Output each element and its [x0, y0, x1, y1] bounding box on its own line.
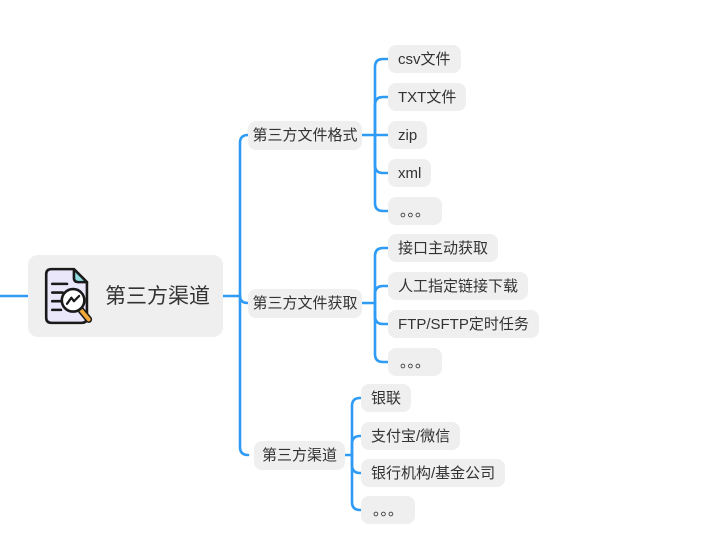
leaf-node-bank-fund[interactable]: 银行机构/基金公司: [361, 459, 506, 487]
leaf-node-label: 。。。: [399, 353, 430, 371]
leaf-node-manual-link-download[interactable]: 人工指定链接下载: [388, 272, 529, 300]
document-chart-magnifier-icon: [41, 266, 93, 326]
leaf-node-label: csv文件: [398, 50, 451, 68]
leaf-node-ellipsis-fetch[interactable]: 。。。: [388, 348, 442, 376]
branch-node-label: 第三方文件获取: [252, 295, 358, 312]
leaf-node-txt[interactable]: TXT文件: [388, 83, 467, 111]
leaf-node-label: 。。。: [399, 202, 430, 220]
leaf-node-label: zip: [398, 126, 418, 144]
leaf-node-label: 接口主动获取: [398, 239, 489, 257]
leaf-node-zip[interactable]: zip: [388, 121, 428, 149]
leaf-node-unionpay[interactable]: 银联: [361, 384, 412, 412]
leaf-node-ellipsis-channel[interactable]: 。。。: [361, 496, 415, 524]
leaf-node-label: 银联: [371, 389, 402, 407]
mindmap-root-node[interactable]: 第三方渠道: [28, 255, 223, 337]
root-node-label: 第三方渠道: [105, 284, 210, 308]
leaf-node-label: 。。。: [372, 501, 403, 519]
leaf-node-api-fetch[interactable]: 接口主动获取: [388, 234, 499, 262]
leaf-node-label: 银行机构/基金公司: [371, 464, 496, 482]
branch-node-label: 第三方渠道: [262, 447, 338, 464]
leaf-node-label: FTP/SFTP定时任务: [398, 315, 529, 333]
leaf-node-label: 人工指定链接下载: [398, 277, 519, 295]
leaf-node-xml[interactable]: xml: [388, 159, 432, 187]
leaf-node-ftp-sftp-task[interactable]: FTP/SFTP定时任务: [388, 310, 539, 338]
leaf-node-alipay-wechat[interactable]: 支付宝/微信: [361, 422, 461, 450]
branch-node-channel[interactable]: 第三方渠道: [254, 441, 345, 470]
branch-node-file-fetch[interactable]: 第三方文件获取: [248, 289, 362, 318]
branch-node-file-format[interactable]: 第三方文件格式: [248, 121, 362, 150]
leaf-node-csv[interactable]: csv文件: [388, 45, 461, 73]
leaf-node-ellipsis-format[interactable]: 。。。: [388, 197, 442, 225]
branch-node-label: 第三方文件格式: [252, 127, 358, 144]
leaf-node-label: 支付宝/微信: [371, 427, 451, 445]
leaf-node-label: TXT文件: [398, 88, 457, 106]
leaf-node-label: xml: [398, 164, 422, 182]
